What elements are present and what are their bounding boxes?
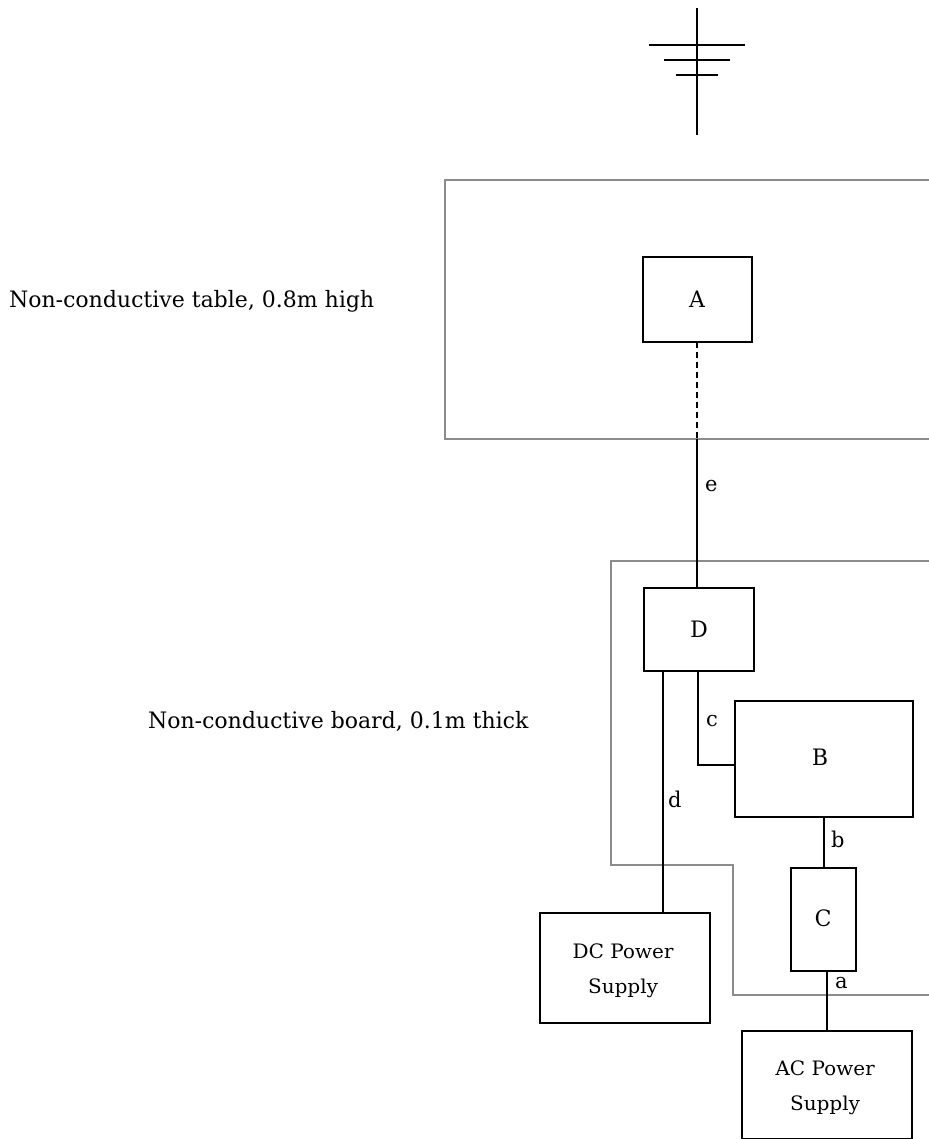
cable-c-label: c (706, 707, 718, 731)
board-label: Non-conductive board, 0.1m thick (148, 709, 529, 734)
cable-e-label: e (705, 472, 717, 496)
dc-power-supply-line2: Supply (588, 974, 659, 998)
cable-c (697, 671, 735, 766)
box-a-label: A (688, 288, 706, 313)
antenna-ground-icon (649, 8, 745, 135)
box-d (643, 587, 755, 672)
ac-power-supply-box (741, 1030, 913, 1139)
ac-power-supply-line1: AC Power (774, 1056, 875, 1080)
ac-power-supply-line2: Supply (790, 1091, 861, 1115)
box-d-label: D (690, 618, 708, 643)
box-b (734, 700, 914, 818)
cable-d-label: d (668, 788, 681, 812)
box-b-label: B (812, 746, 828, 771)
dc-power-supply-box (539, 912, 711, 1024)
box-a (642, 256, 753, 343)
box-c (790, 867, 857, 972)
table-region (444, 179, 929, 440)
cable-a-label: a (835, 969, 848, 993)
board-region (610, 560, 929, 996)
cable-b-label: b (831, 828, 844, 852)
table-label: Non-conductive table, 0.8m high (9, 288, 374, 313)
dc-power-supply-line1: DC Power (573, 939, 674, 963)
box-c-label: C (815, 907, 832, 932)
